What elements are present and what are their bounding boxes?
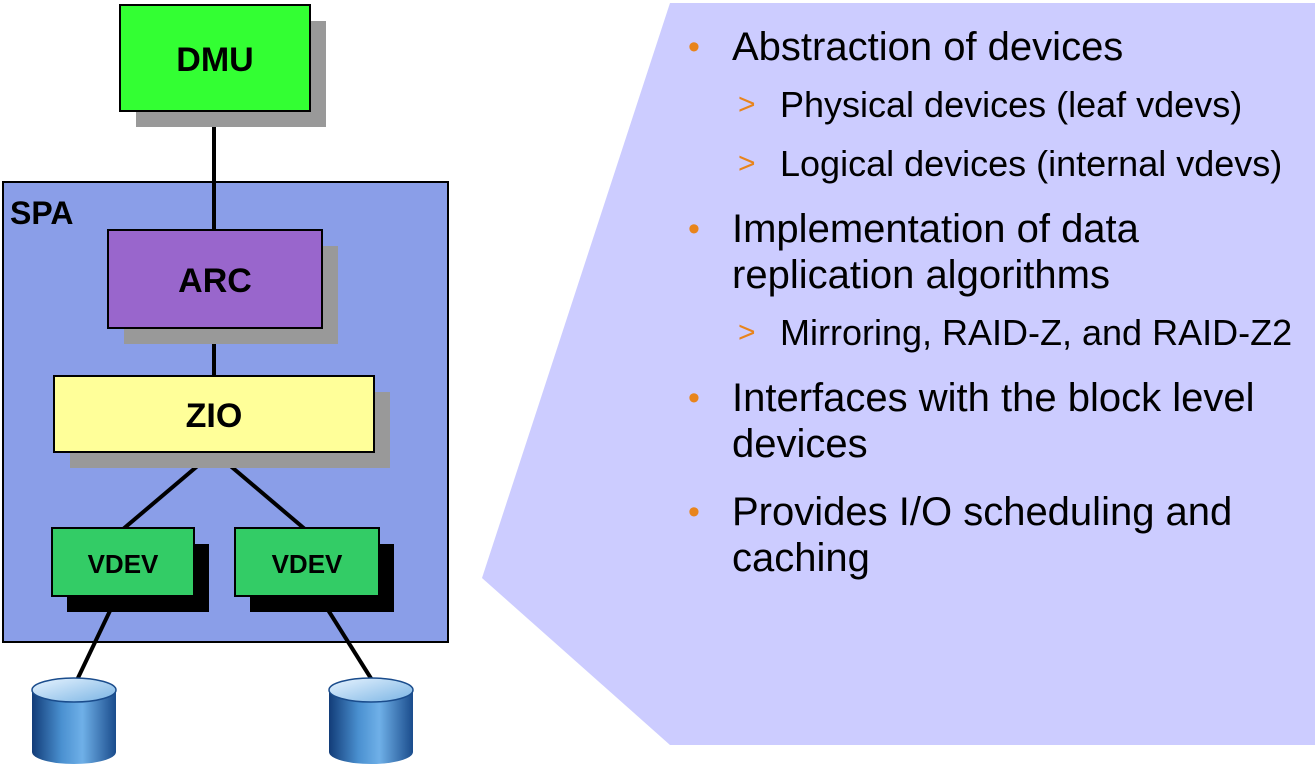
sub-bullet-item: > Physical devices (leaf vdevs) <box>688 84 1298 125</box>
callout-background <box>482 3 1315 745</box>
bullet-item: • Implementation of data replication alg… <box>688 206 1298 298</box>
disk-right-icon <box>328 677 414 764</box>
bullet-item: • Abstraction of devices <box>688 24 1298 70</box>
sub-bullet-item: > Mirroring, RAID-Z, and RAID-Z2 <box>688 312 1298 353</box>
arc-label: ARC <box>178 262 252 300</box>
spa-description: • Abstraction of devices > Physical devi… <box>688 24 1298 581</box>
vdev-left-label: VDEV <box>88 549 159 579</box>
bullet-text: Provides I/O scheduling and caching <box>732 490 1233 580</box>
sub-bullet-icon: > <box>738 88 756 121</box>
bullet-item: • Interfaces with the block level device… <box>688 375 1298 467</box>
vdev-right-label: VDEV <box>272 549 343 579</box>
sub-bullet-item: > Logical devices (internal vdevs) <box>688 143 1298 184</box>
bullet-item: • Provides I/O scheduling and caching <box>688 489 1298 581</box>
zio-label: ZIO <box>186 397 243 435</box>
bullet-icon: • <box>688 379 700 417</box>
vdev-left-box <box>51 527 195 597</box>
sub-bullet-text: Physical devices (leaf vdevs) <box>780 84 1243 125</box>
zio-box <box>53 375 375 453</box>
bullet-text: Abstraction of devices <box>732 25 1124 69</box>
arc-box <box>107 229 323 329</box>
sub-bullet-icon: > <box>738 316 756 349</box>
dmu-box <box>119 4 311 112</box>
sub-bullet-text: Logical devices (internal vdevs) <box>780 143 1283 184</box>
spa-label: SPA <box>10 195 73 231</box>
dmu-label: DMU <box>176 41 253 79</box>
bullet-icon: • <box>688 210 700 248</box>
bullet-text: Implementation of data replication algor… <box>732 207 1139 297</box>
bullet-icon: • <box>688 28 700 66</box>
disk-left-icon <box>31 677 117 764</box>
vdev-right-box <box>234 527 380 597</box>
bullet-text: Interfaces with the block level devices <box>732 376 1255 466</box>
sub-bullet-text: Mirroring, RAID-Z, and RAID-Z2 <box>780 312 1293 353</box>
sub-bullet-icon: > <box>738 147 756 180</box>
bullet-icon: • <box>688 493 700 531</box>
